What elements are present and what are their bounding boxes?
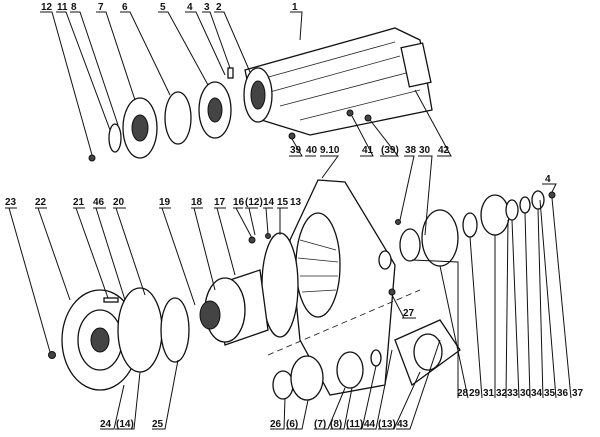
label: (11) xyxy=(346,419,363,430)
label: 1 xyxy=(292,2,298,13)
label: 30 xyxy=(419,145,431,156)
bearing-28 xyxy=(399,228,421,262)
splined-shaft xyxy=(400,42,432,88)
pin-21 xyxy=(103,297,119,303)
label: 29 xyxy=(469,388,481,399)
label: 41 xyxy=(362,145,374,156)
label: (7) xyxy=(314,419,326,430)
label: 14 xyxy=(263,197,275,208)
label: 24 xyxy=(100,419,112,430)
label: 8 xyxy=(71,2,77,13)
washer-36 xyxy=(531,190,545,210)
right-row-labels: 28 29 31 32 33 30 34 35 36 37 xyxy=(411,197,584,399)
label: 4 xyxy=(545,174,551,185)
ring-25 xyxy=(160,297,190,363)
label: 12 xyxy=(41,2,53,13)
gear-6 xyxy=(164,91,192,145)
bearing-32 xyxy=(480,194,510,236)
label: 23 xyxy=(5,197,17,208)
bolt-23 xyxy=(48,351,56,359)
label: 18 xyxy=(191,197,203,208)
seal-26 xyxy=(272,370,294,400)
label: 9.10 xyxy=(320,145,340,156)
label: 31 xyxy=(483,388,495,399)
gearbox-housing xyxy=(244,27,433,136)
label: 28 xyxy=(457,388,469,399)
label: 17 xyxy=(214,197,226,208)
left-row-labels: 23 22 21 46 20 19 18 17 16 (12) 14 15 13 xyxy=(5,197,302,353)
label: 35 xyxy=(544,388,556,399)
gear-29 xyxy=(421,209,459,267)
label: 16 xyxy=(233,197,245,208)
label: 44 xyxy=(364,419,376,430)
label: 21 xyxy=(73,197,85,208)
key-3 xyxy=(227,67,234,79)
label: 34 xyxy=(531,388,543,399)
label: 2 xyxy=(216,2,222,13)
main-cover-assembly xyxy=(199,179,421,396)
top-row-labels: 12 11 8 7 6 5 4 3 2 1 xyxy=(40,2,303,156)
washer-8 xyxy=(108,123,122,153)
label: 11 xyxy=(57,2,68,13)
label: 6 xyxy=(122,2,128,13)
label: 20 xyxy=(113,197,125,208)
label: 42 xyxy=(438,145,450,156)
label: (6) xyxy=(286,419,298,430)
label: 5 xyxy=(160,2,166,13)
label: 15 xyxy=(277,197,289,208)
label: 4 xyxy=(187,2,193,13)
middle-labels: 39 40 9.10 41 (39) 38 30 42 4 xyxy=(289,89,557,236)
label: 30 xyxy=(520,388,532,399)
label: 19 xyxy=(159,197,171,208)
bottom-parts xyxy=(272,319,461,401)
label: (39) xyxy=(381,145,399,156)
housing-opening xyxy=(295,212,341,318)
label: 26 xyxy=(270,419,282,430)
left-flange-assembly xyxy=(48,287,190,391)
label: 32 xyxy=(496,388,508,399)
top-shaft-assembly xyxy=(88,27,433,162)
label: 27 xyxy=(403,308,415,319)
right-gear-stack xyxy=(378,190,556,270)
label: (14) xyxy=(116,419,134,430)
label: 7 xyxy=(98,2,104,13)
label: 33 xyxy=(507,388,519,399)
label: 40 xyxy=(306,145,318,156)
label: 43 xyxy=(397,419,409,430)
label: 46 xyxy=(93,197,105,208)
label: 38 xyxy=(405,145,417,156)
label: 25 xyxy=(152,419,164,430)
label: 37 xyxy=(572,388,584,399)
hub-19 xyxy=(199,300,221,330)
bottom-row-labels: 24 (14) 25 26 (6) (7) (8) (11) 44 (13) 4… xyxy=(100,339,441,430)
label: 36 xyxy=(557,388,569,399)
label: 39 xyxy=(290,145,302,156)
center-label: 27 xyxy=(391,294,416,319)
label: 3 xyxy=(204,2,210,13)
bolt-38 xyxy=(395,219,401,225)
bearing-7-lower xyxy=(336,351,364,389)
gear-6-lower xyxy=(290,355,324,401)
gear-20 xyxy=(117,287,163,373)
label: (12) xyxy=(245,197,263,208)
bolt-27 xyxy=(388,288,396,296)
bolt-37 xyxy=(548,191,556,199)
label: (13) xyxy=(378,419,396,430)
label: 22 xyxy=(35,197,47,208)
label: 13 xyxy=(290,197,302,208)
label: (8) xyxy=(330,419,342,430)
bolt-12 xyxy=(88,154,96,162)
